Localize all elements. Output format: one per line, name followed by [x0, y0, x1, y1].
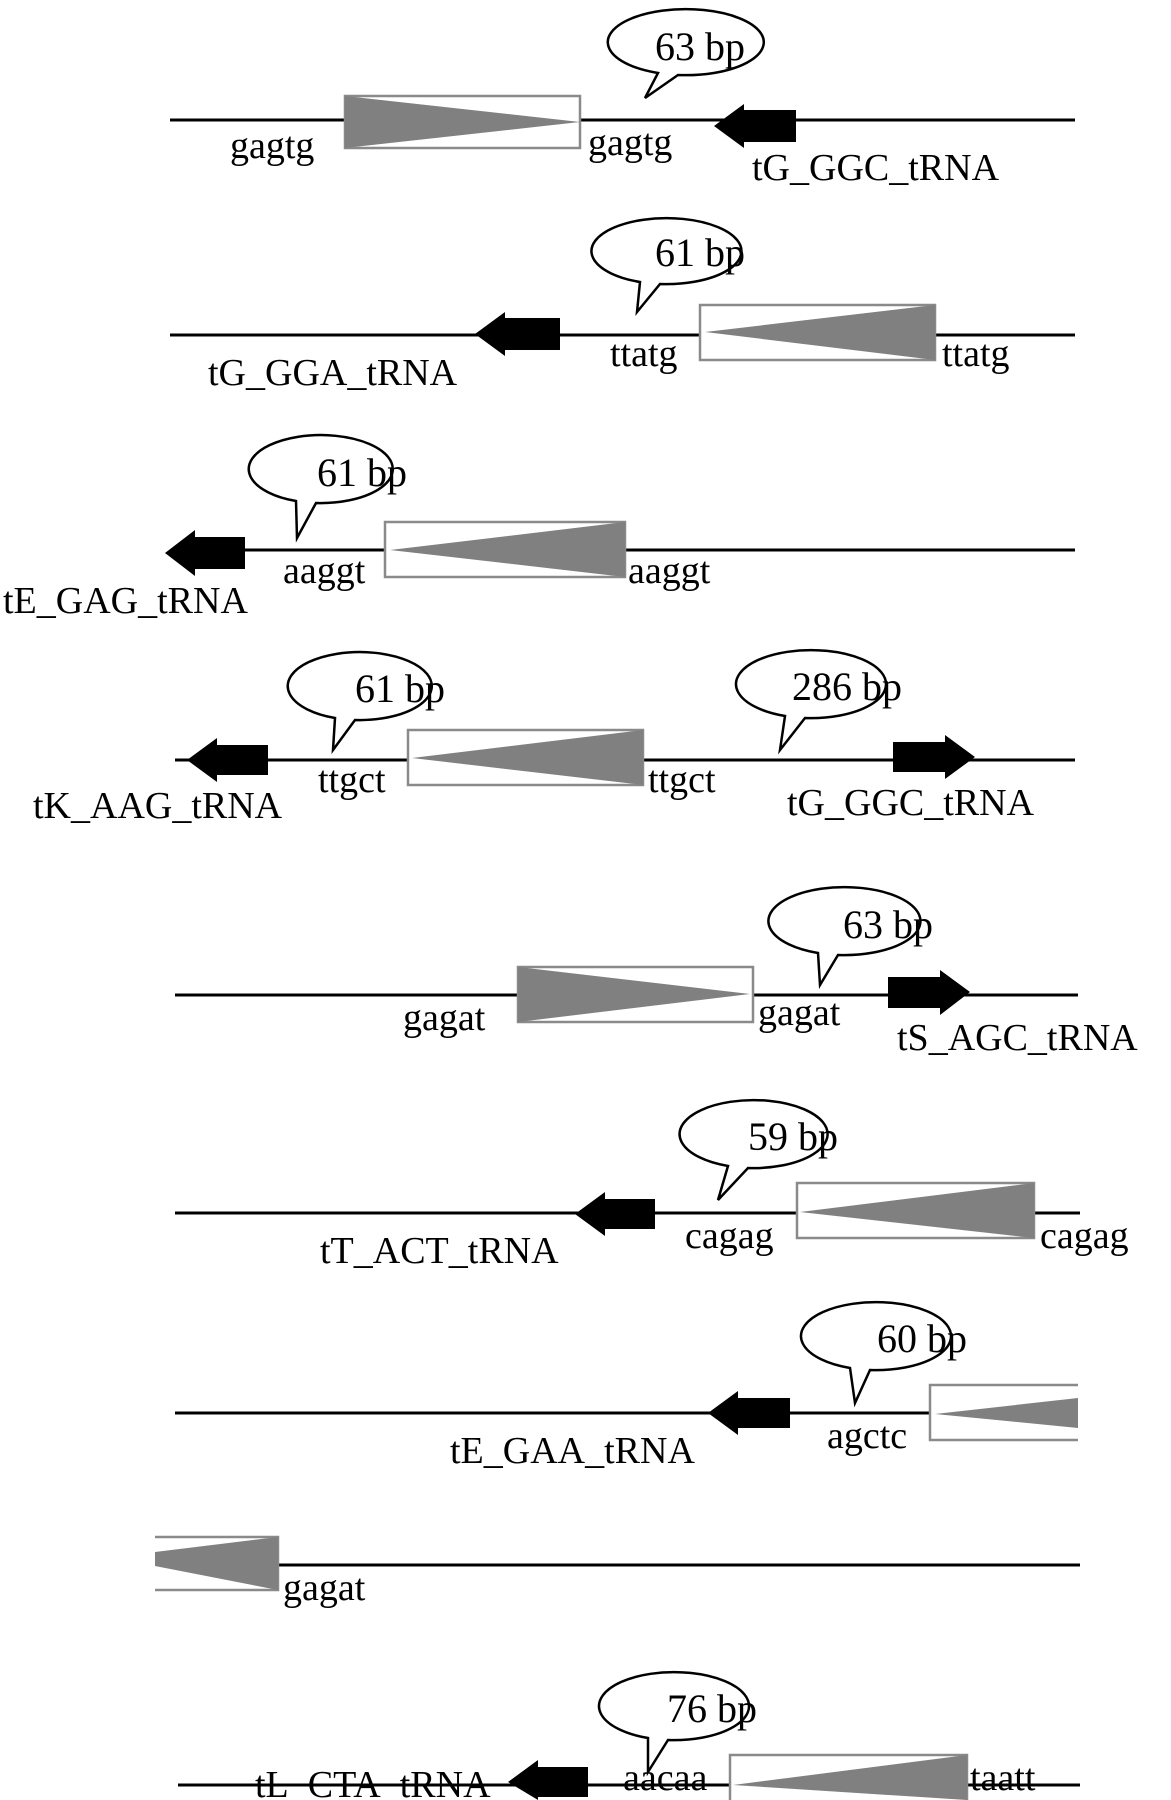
mobile-element-box-partial [928, 1383, 1078, 1442]
element-triangle [155, 1537, 278, 1590]
spacer-bubble: 59 bp [678, 1098, 838, 1201]
element-triangle [518, 967, 750, 1022]
element-triangle [345, 96, 580, 148]
trna-arrow-left [575, 1192, 655, 1236]
trna-label: tE_GAA_tRNA [450, 1430, 695, 1472]
left-repeat-label: ttatg [610, 333, 678, 375]
trna-label: tE_GAG_tRNA [3, 580, 248, 622]
trna-label: tL_CTA_tRNA [255, 1764, 491, 1800]
right-repeat-label: taatt [970, 1757, 1036, 1799]
row-2: 61 bp ttatg ttatg tG_GGA_tRNA [170, 216, 1075, 394]
spacer-bubble: 61 bp [286, 650, 445, 755]
row-7: 60 bp agctc tE_GAA_tRNA [175, 1300, 1078, 1472]
trna-arrow-left [508, 1760, 588, 1800]
trna-arrow-left [475, 312, 560, 356]
spacer-length-label: 61 bp [655, 230, 745, 275]
trna-arrow-left [187, 738, 268, 782]
element-triangle [390, 522, 625, 577]
trna-arrow-left [714, 104, 796, 148]
trna-arrow-right [893, 735, 975, 779]
spacer-length-label: 59 bp [748, 1114, 838, 1159]
spacer-bubble: 61 bp [247, 433, 407, 543]
trna-label: tT_ACT_tRNA [320, 1230, 559, 1272]
right-repeat-label: gagat [758, 992, 841, 1034]
trna-label: tK_AAG_tRNA [33, 785, 283, 827]
trna-label-2: tG_GGC_tRNA [787, 782, 1035, 824]
spacer-length-label: 63 bp [843, 902, 933, 947]
element-triangle [800, 1183, 1034, 1238]
left-repeat-label: aacaa [623, 1757, 707, 1799]
trna-arrow-left [708, 1391, 790, 1435]
right-repeat-label: gagtg [588, 122, 672, 164]
trna-label: tG_GGC_tRNA [752, 147, 1000, 189]
element-triangle [935, 1398, 1078, 1428]
spacer-length-label-2: 286 bp [792, 664, 902, 709]
spacer-bubble: 61 bp [590, 216, 745, 316]
trna-arrow-right [888, 970, 970, 1015]
element-triangle [705, 305, 935, 360]
mobile-element-box [343, 94, 582, 150]
spacer-bubble-2: 286 bp [734, 648, 902, 755]
spacer-length-label: 61 bp [317, 450, 407, 495]
trna-arrow-left [165, 530, 245, 576]
row-1: 63 bp gagtg gagtg tG_GGC_tRNA [170, 7, 1075, 189]
right-repeat-label: cagag [1040, 1215, 1129, 1257]
left-repeat-label: gagat [403, 997, 486, 1039]
trna-label: tS_AGC_tRNA [897, 1017, 1138, 1059]
left-repeat-label: ttgct [318, 759, 386, 801]
left-repeat-label: gagtg [230, 125, 314, 167]
mobile-element-box-partial [155, 1535, 280, 1592]
mobile-element-box [406, 728, 645, 787]
mobile-element-box [516, 965, 755, 1024]
mobile-element-box [383, 520, 627, 579]
element-triangle [412, 730, 643, 785]
right-repeat-label: ttatg [942, 333, 1010, 375]
left-repeat-label: agctc [827, 1415, 907, 1457]
mobile-element-box [698, 303, 937, 362]
spacer-length-label: 61 bp [355, 666, 445, 711]
spacer-length-label: 60 bp [877, 1316, 967, 1361]
right-repeat-label: ttgct [648, 759, 716, 801]
left-repeat-label: cagag [685, 1215, 774, 1257]
spacer-bubble: 76 bp [597, 1670, 757, 1777]
row-8: gagat [155, 1535, 1080, 1609]
row-9: 76 bp aacaa taatt tL_CTA_tRNA [178, 1670, 1080, 1800]
spacer-bubble: 63 bp [767, 885, 933, 990]
row-3: 61 bp aaggt aaggt tE_GAG_tRNA [3, 433, 1075, 622]
left-repeat-label: aaggt [283, 550, 366, 592]
trna-label: tG_GGA_tRNA [208, 352, 458, 394]
right-repeat-label: aaggt [628, 550, 711, 592]
spacer-length-label: 76 bp [667, 1686, 757, 1731]
element-triangle [733, 1755, 967, 1800]
mobile-element-box [795, 1181, 1036, 1240]
row-5: 63 bp gagat gagat tS_AGC_tRNA [175, 885, 1138, 1059]
right-repeat-label: gagat [283, 1567, 366, 1609]
mobile-element-box [728, 1753, 969, 1800]
spacer-length-label: 63 bp [655, 24, 745, 69]
row-4: 61 bp 286 bp ttgct ttgct tK_AAG_tRNA tG_… [33, 648, 1075, 827]
spacer-bubble: 60 bp [799, 1300, 967, 1408]
row-6: 59 bp cagag cagag tT_ACT_tRNA [175, 1098, 1129, 1272]
spacer-bubble: 63 bp [606, 7, 766, 100]
